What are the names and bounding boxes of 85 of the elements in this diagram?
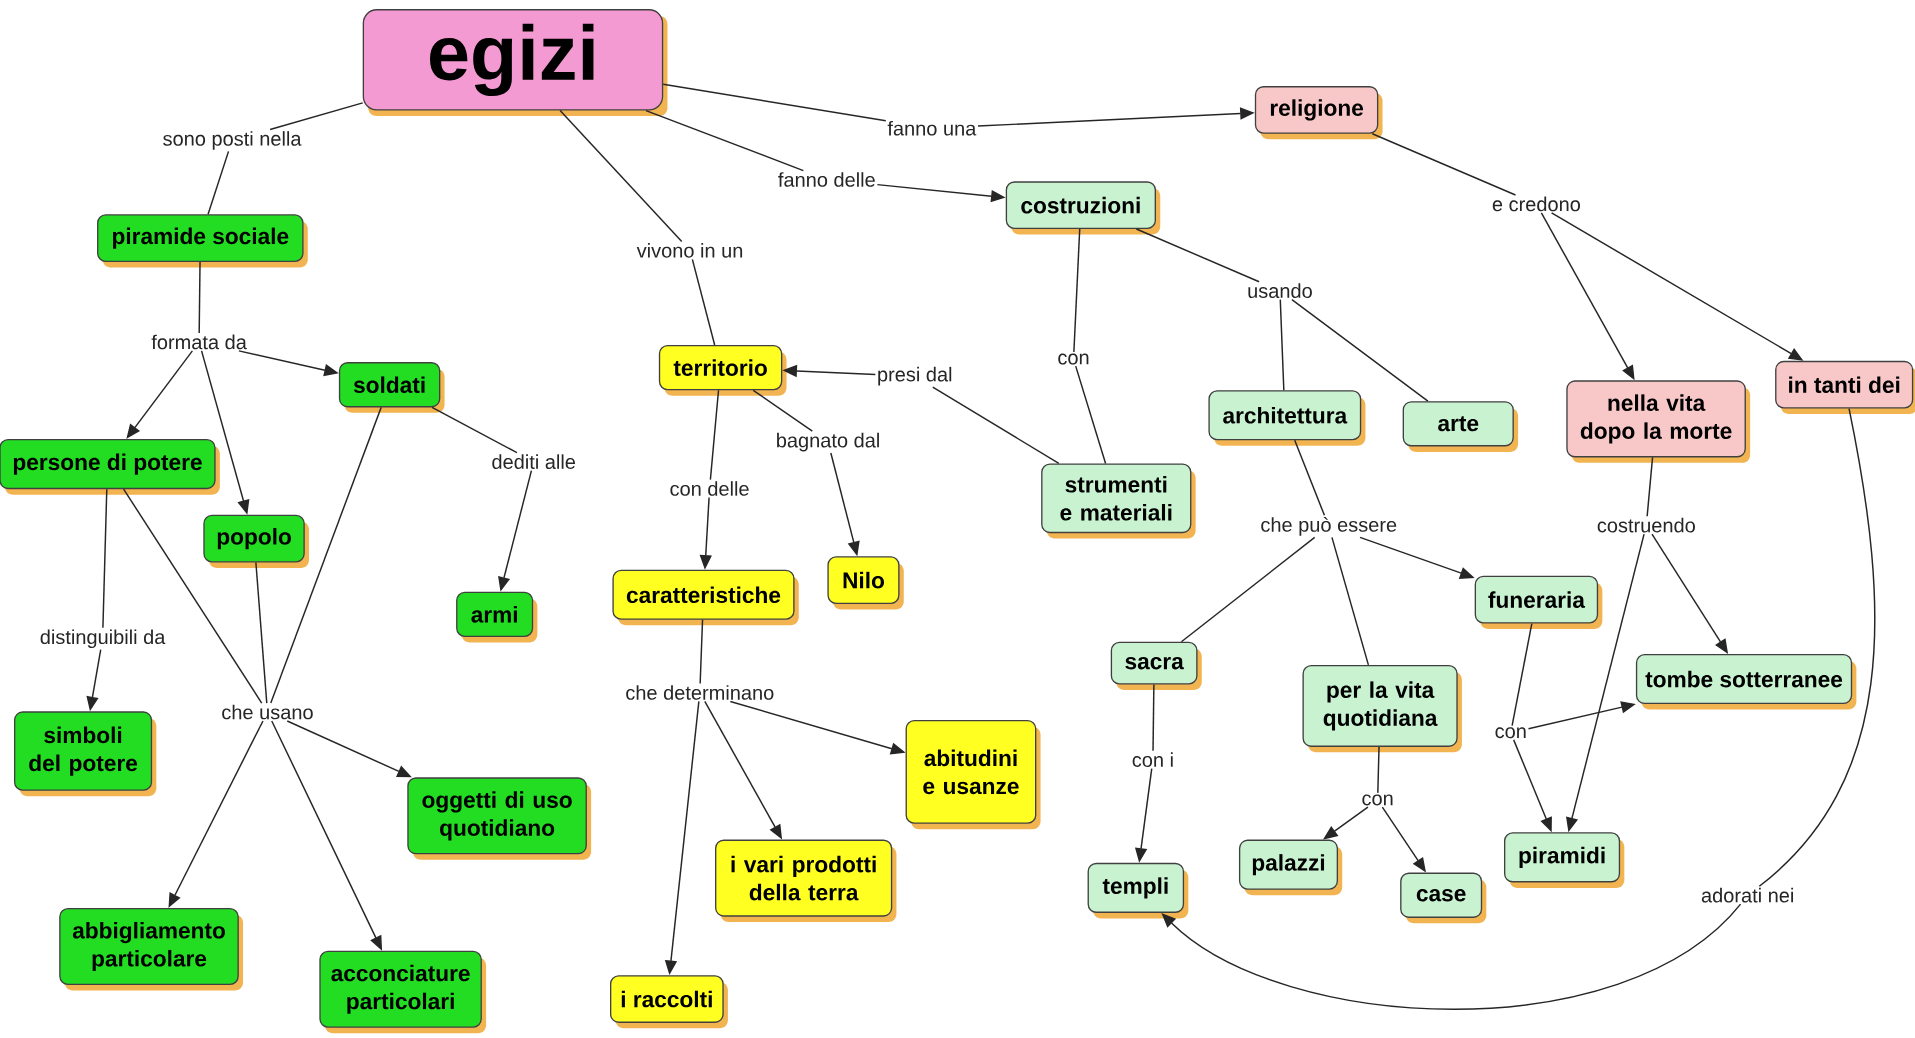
- linking-phrase: formata da: [151, 334, 247, 350]
- concept-box: architettura: [1208, 390, 1366, 446]
- connector: [1646, 456, 1654, 517]
- linking-phrase: fanno una: [887, 120, 977, 136]
- linking-phrase: con: [1058, 353, 1089, 365]
- connector: [255, 561, 268, 704]
- connector: [1294, 439, 1326, 517]
- connector: [691, 258, 716, 346]
- linking-phrase: con: [1495, 727, 1526, 739]
- connector: [752, 389, 814, 432]
- concept-box: per la vita quotidiana: [1302, 664, 1462, 753]
- connector: [198, 261, 201, 334]
- connector: [709, 389, 720, 481]
- concept-box: strumenti e materiali: [1041, 463, 1196, 539]
- concept-box: simboli del potere: [14, 711, 157, 797]
- concept-box: Nilo: [827, 556, 904, 610]
- linking-phrase: che usano: [222, 704, 313, 720]
- linking-phrase: con i: [1132, 752, 1173, 767]
- linking-phrase: presi dal: [878, 366, 952, 386]
- linking-phrase: distinguibili da: [40, 629, 166, 648]
- concept-box: templi: [1087, 862, 1189, 919]
- connector: [1279, 298, 1285, 391]
- concept-box: religione: [1254, 86, 1383, 140]
- connector: [431, 406, 518, 454]
- connector: [1135, 228, 1260, 283]
- linking-phrase: con: [1362, 794, 1393, 806]
- linking-phrase: vivono in un: [636, 243, 743, 258]
- connector: [662, 83, 887, 122]
- concept-box: i raccolti: [609, 975, 728, 1029]
- connector: [270, 406, 382, 704]
- concept-box: nella vita dopo la morte: [1566, 380, 1751, 463]
- concept-box: i vari prodotti della terra: [715, 839, 897, 923]
- connector: [1073, 228, 1081, 353]
- linking-phrase: adorati nei: [1701, 887, 1793, 903]
- connector: [1331, 536, 1370, 666]
- connector: [122, 488, 263, 704]
- concept-box: case: [1400, 872, 1487, 924]
- title-box: egizi: [362, 9, 668, 116]
- connector: [1152, 683, 1155, 752]
- concept-box: funeraria: [1474, 575, 1603, 629]
- concept-box: tombe sotterranee: [1635, 653, 1857, 710]
- linking-phrase: sono posti nella: [163, 131, 302, 150]
- connector: [1180, 536, 1316, 643]
- connector: [699, 619, 704, 685]
- connector: [1371, 133, 1517, 196]
- concept-box: piramidi: [1504, 832, 1625, 888]
- concept-box: caratteristiche: [612, 569, 799, 626]
- connector: [269, 102, 364, 131]
- connector: [1377, 746, 1380, 794]
- linking-phrase: usando: [1248, 283, 1312, 298]
- connector: [102, 488, 108, 629]
- connector: [559, 109, 683, 243]
- connector: [1161, 903, 1742, 1010]
- concept-box: abitudini e usanze: [905, 719, 1041, 830]
- linking-phrase: fanno delle: [778, 172, 875, 187]
- connector: [1074, 365, 1107, 465]
- connector: [932, 386, 1060, 465]
- concept-box: popolo: [203, 514, 309, 568]
- concept-box: sacra: [1110, 641, 1202, 690]
- connector: [1511, 622, 1533, 727]
- concept-box: costruzioni: [1005, 181, 1161, 235]
- concept-box: persone di potere: [0, 439, 220, 495]
- concept-box: abbigliamento particolare: [59, 907, 244, 991]
- concept-box: piramide sociale: [97, 214, 308, 268]
- connector: [645, 109, 805, 172]
- linking-phrase: costruendo: [1597, 517, 1695, 533]
- linking-phrase: che determinano: [626, 685, 774, 700]
- concept-box: in tanti dei: [1775, 360, 1915, 414]
- concept-box: palazzi: [1238, 839, 1343, 896]
- connector: [1758, 407, 1876, 887]
- linking-phrase: bagnato dal: [777, 432, 879, 452]
- connector: [1291, 298, 1429, 402]
- concept-box: territorio: [658, 344, 787, 396]
- concept-box: arte: [1402, 401, 1519, 452]
- concept-box: oggetti di uso quotidiano: [407, 777, 592, 860]
- linking-phrase: e credono: [1492, 196, 1580, 212]
- connector: [1323, 806, 1369, 840]
- linking-phrase: che può essere: [1261, 516, 1397, 536]
- linking-phrase: dediti alle: [492, 454, 576, 469]
- connector: [207, 150, 230, 215]
- concept-box: acconciature particolari: [319, 950, 487, 1034]
- concept-box: soldati: [338, 362, 445, 413]
- linking-phrase: con delle: [670, 481, 749, 496]
- connector: [126, 350, 194, 439]
- concept-box: armi: [456, 591, 538, 643]
